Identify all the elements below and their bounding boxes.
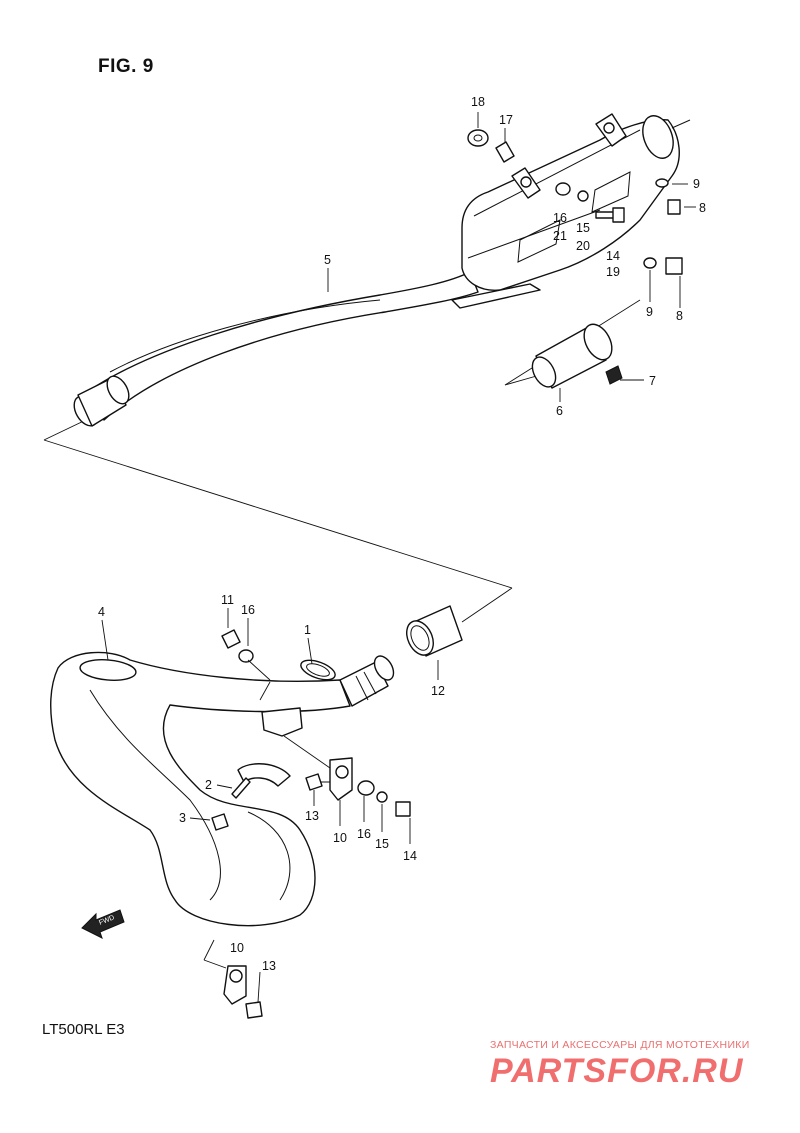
callout-7: 7: [649, 374, 656, 388]
callout-13-upper: 13: [305, 809, 319, 823]
nut-part-3: [211, 813, 229, 831]
figure-title: FIG. 9: [98, 56, 154, 77]
callout-16-lower: 16: [357, 827, 371, 841]
callout-17: 17: [499, 113, 513, 127]
washer-part-16-mid: [238, 649, 254, 663]
callout-20: 20: [576, 239, 590, 253]
forward-arrow-icon: FWD: [81, 909, 125, 939]
model-code: LT500RL E3: [42, 1021, 125, 1038]
callout-4: 4: [98, 605, 105, 619]
callout-2: 2: [205, 778, 212, 792]
stud-part-2: [231, 777, 251, 799]
callout-14-upper: 14: [606, 249, 620, 263]
bracket-part-10-lower: [223, 965, 247, 1005]
watermark-tagline: ЗАПЧАСТИ И АКСЕССУАРЫ ДЛЯ МОТОТЕХНИКИ: [490, 1039, 750, 1051]
callout-16-mid: 16: [241, 603, 255, 617]
washer-part-16-upper: [555, 182, 571, 196]
collar-part-17: [495, 141, 515, 163]
callout-3: 3: [179, 811, 186, 825]
bolt-part-8-lower: [665, 257, 683, 275]
callout-1: 1: [304, 623, 311, 637]
exhaust-pipe-part-4: [50, 651, 395, 927]
callout-numbers: 18 17 9 8 16 15 21 20 14 19 9 8 5 7 6 11…: [98, 95, 706, 973]
callout-leaders: [101, 112, 696, 1003]
callout-6: 6: [556, 404, 563, 418]
callout-15-upper: 15: [576, 221, 590, 235]
gasket-part-1: [300, 659, 336, 681]
callout-8-upper: 8: [699, 201, 706, 215]
nut-part-11: [221, 629, 241, 649]
nut-part-15-upper: [577, 190, 589, 202]
callout-14-lower: 14: [403, 849, 417, 863]
bolt-part-14-lower: [395, 801, 411, 817]
bracket-part-10-upper: [329, 757, 353, 801]
callout-15-lower: 15: [375, 837, 389, 851]
washer-part-16-lower: [357, 780, 375, 796]
callout-18: 18: [471, 95, 485, 109]
connector-part-12: [406, 605, 463, 657]
bolt-part-14-upper: [595, 207, 625, 223]
washer-part-9-lower: [643, 257, 657, 269]
spark-arrester-part-6: [531, 323, 613, 389]
callout-16-upper: 16: [553, 211, 567, 225]
muffler-part-5: [73, 113, 691, 427]
watermark-logo: PARTSFOR.RU: [490, 1052, 744, 1090]
callout-19: 19: [606, 265, 620, 279]
callout-13-lower: 13: [262, 959, 276, 973]
callout-12: 12: [431, 684, 445, 698]
washer-part-9-upper: [655, 178, 669, 188]
grommet-part-18: [467, 129, 489, 147]
screw-part-7: [605, 365, 623, 385]
bolt-part-8-upper: [667, 199, 681, 215]
callout-8-lower: 8: [676, 309, 683, 323]
callout-10-lower: 10: [230, 941, 244, 955]
callout-9-upper: 9: [693, 177, 700, 191]
nut-part-15-lower: [376, 791, 388, 803]
callout-10-upper: 10: [333, 831, 347, 845]
callout-11: 11: [221, 593, 234, 607]
bolt-part-13-lower: [245, 1001, 263, 1019]
bolt-part-13-upper: [305, 773, 330, 791]
callout-9-lower: 9: [646, 305, 653, 319]
callout-21: 21: [553, 229, 567, 243]
callout-5: 5: [324, 253, 331, 267]
